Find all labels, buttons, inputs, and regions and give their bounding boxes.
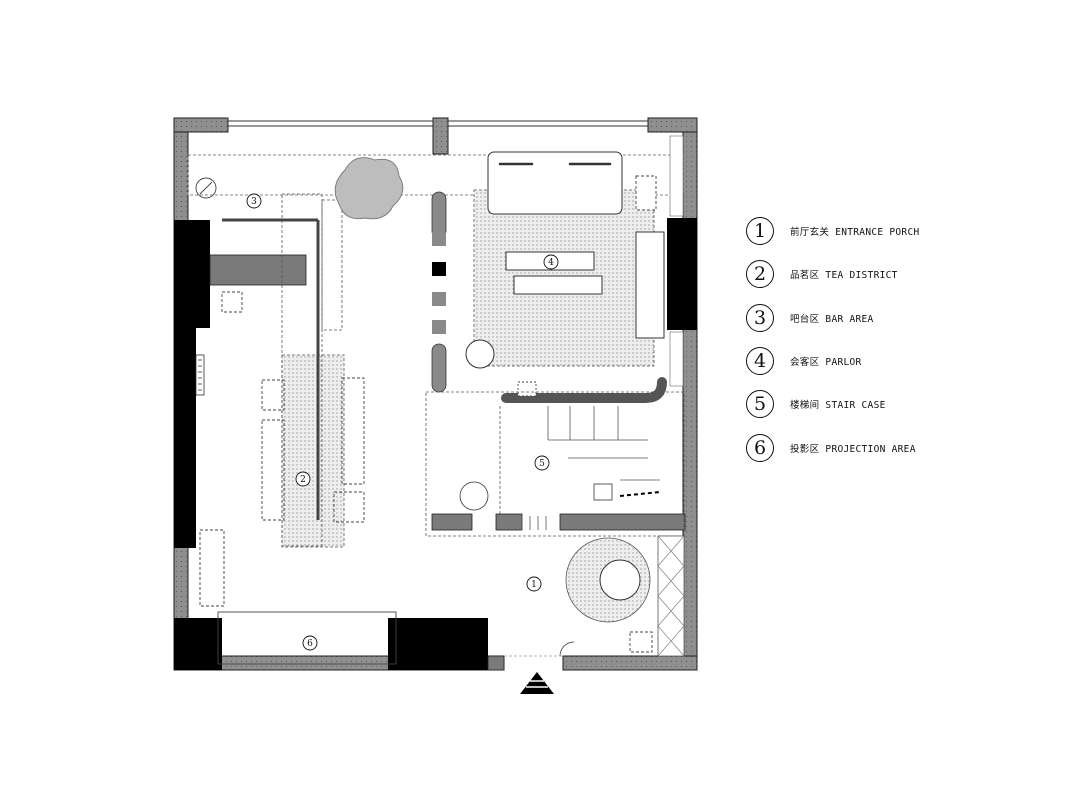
partitions: [209, 254, 686, 671]
marker-stair: 5: [534, 455, 550, 471]
parlor: [431, 135, 684, 403]
columns: [174, 218, 697, 670]
legend-item-tea: 2 品茗区 TEA DISTRICT: [746, 258, 898, 290]
legend-label: 会客区 PARLOR: [790, 357, 862, 368]
entrance-furniture: [504, 535, 685, 657]
legend-number: 3: [746, 304, 774, 332]
legend-number: 4: [746, 347, 774, 375]
tea-furniture: [199, 291, 397, 665]
zone-markers: 1 2 3 4 5 6: [246, 193, 559, 651]
legend-item-bar: 3 吧台区 BAR AREA: [746, 302, 874, 334]
marker-tea-label: 2: [300, 475, 306, 485]
marker-parlor: 4: [543, 254, 559, 270]
legend-item-parlor: 4 会客区 PARLOR: [746, 345, 862, 377]
legend-number: 2: [746, 260, 774, 288]
legend-number: 6: [746, 434, 774, 462]
marker-entrance-label: 1: [531, 580, 537, 590]
marker-stair-label: 5: [539, 459, 545, 469]
stair-case: [425, 391, 685, 537]
legend-item-stair: 5 楼梯间 STAIR CASE: [746, 388, 886, 420]
radiator: [195, 354, 205, 396]
legend-label: 吧台区 BAR AREA: [790, 314, 874, 325]
marker-parlor-label: 4: [548, 258, 554, 268]
entry-arrow-icon: [520, 672, 554, 694]
marker-tea: 2: [295, 471, 311, 487]
legend-number: 5: [746, 390, 774, 418]
marker-entrance: 1: [526, 576, 542, 592]
legend-number: 1: [746, 217, 774, 245]
legend-item-projection: 6 投影区 PROJECTION AREA: [746, 432, 916, 464]
marker-projection-label: 6: [307, 639, 313, 649]
marker-bar-label: 3: [251, 197, 257, 207]
tea-counter: [222, 193, 345, 548]
legend-label: 前厅玄关 ENTRANCE PORCH: [790, 227, 920, 238]
legend-label: 品茗区 TEA DISTRICT: [790, 270, 898, 281]
marker-bar: 3: [246, 193, 262, 209]
legend-label: 楼梯间 STAIR CASE: [790, 400, 886, 411]
legend-label: 投影区 PROJECTION AREA: [790, 444, 916, 455]
marker-projection: 6: [302, 635, 318, 651]
legend-item-entrance: 1 前厅玄关 ENTRANCE PORCH: [746, 215, 920, 247]
top-windows: [228, 120, 648, 127]
